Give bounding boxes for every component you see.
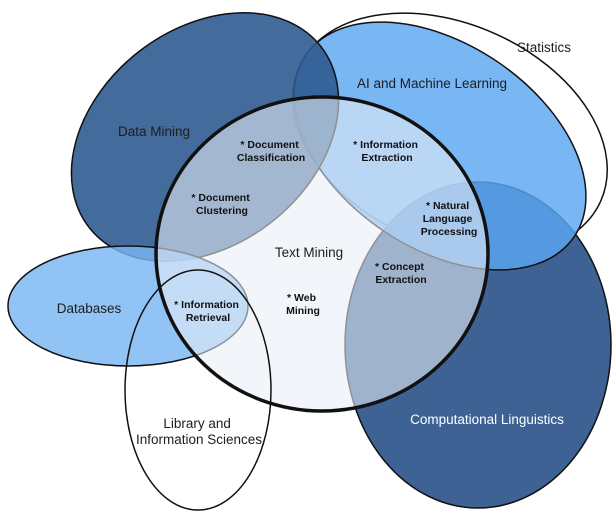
topic-concept-extraction-line-2: Extraction bbox=[375, 274, 426, 286]
label-ai-machine-learning: AI and Machine Learning bbox=[357, 76, 507, 91]
label-library-line-2: Information Sciences bbox=[136, 432, 262, 447]
text-mining-ellipse bbox=[154, 95, 490, 413]
topic-document-classification-line-1: * Document bbox=[240, 139, 299, 151]
topic-web-mining: * Web Mining bbox=[286, 292, 320, 317]
topic-web-mining-line-1: * Web bbox=[287, 292, 316, 304]
topic-document-classification: * Document Classification bbox=[237, 139, 305, 164]
topic-natural-language-processing-line-1: * Natural bbox=[426, 200, 469, 212]
topic-document-clustering-line-1: * Document bbox=[191, 192, 250, 204]
topic-information-retrieval-line-2: Retrieval bbox=[186, 312, 230, 324]
label-statistics: Statistics bbox=[517, 40, 571, 55]
topic-natural-language-processing: * Natural Language Processing bbox=[421, 200, 478, 238]
topic-natural-language-processing-line-2: Language bbox=[423, 213, 473, 225]
topic-web-mining-line-2: Mining bbox=[286, 305, 320, 317]
label-text-mining: Text Mining bbox=[275, 245, 343, 260]
topic-information-retrieval-line-1: * Information bbox=[174, 299, 239, 311]
topic-information-retrieval: * Information Retrieval bbox=[174, 299, 242, 324]
topic-natural-language-processing-line-3: Processing bbox=[421, 226, 478, 238]
topic-document-classification-line-2: Classification bbox=[237, 152, 305, 164]
topic-information-extraction: * Information Extraction bbox=[353, 139, 421, 164]
topic-information-extraction-line-1: * Information bbox=[353, 139, 418, 151]
topic-information-extraction-line-2: Extraction bbox=[361, 152, 412, 164]
topic-document-clustering: * Document Clustering bbox=[191, 192, 252, 217]
topic-concept-extraction: * Concept Extraction bbox=[375, 261, 427, 286]
label-data-mining: Data Mining bbox=[118, 124, 190, 139]
label-library-line-1: Library and bbox=[163, 416, 231, 431]
label-databases: Databases bbox=[57, 301, 122, 316]
label-library-information-sciences: Library and Information Sciences bbox=[136, 416, 262, 447]
topic-concept-extraction-line-1: * Concept bbox=[375, 261, 425, 273]
label-computational-linguistics: Computational Linguistics bbox=[410, 412, 564, 427]
library-information-sciences-ellipse bbox=[124, 269, 272, 511]
topic-document-clustering-line-2: Clustering bbox=[196, 205, 248, 217]
